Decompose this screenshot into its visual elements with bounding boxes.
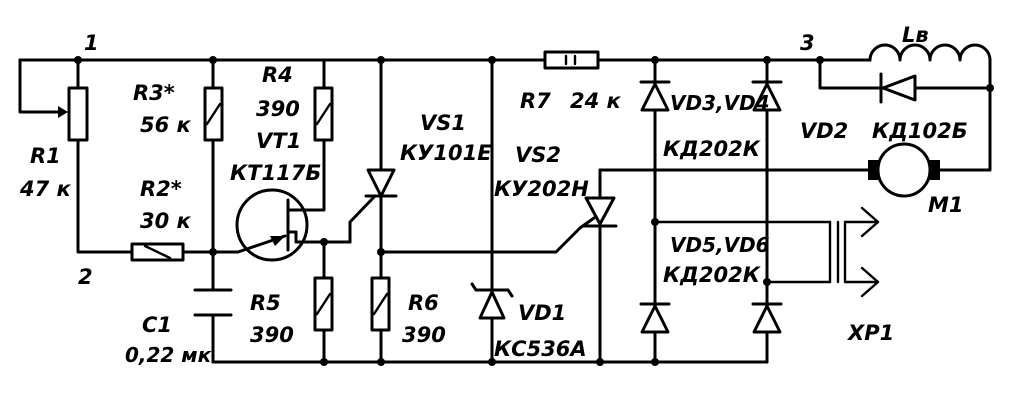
lb-field-winding bbox=[868, 43, 992, 62]
vt1-type: КТ117Б bbox=[230, 161, 321, 185]
vs1-thyristor bbox=[364, 168, 398, 198]
r1-value: 47 к bbox=[19, 177, 72, 201]
c1-capacitor bbox=[193, 288, 233, 317]
vd56-ref: VD5,VD6 bbox=[670, 233, 770, 257]
r2-value: 30 к bbox=[140, 209, 192, 233]
vd6-diode bbox=[751, 302, 783, 334]
labels: 1 2 3 R3* 56 к R4 390 VT1 КТ117Б R1 47 к… bbox=[19, 23, 968, 367]
r7-resistor bbox=[543, 50, 600, 70]
xp1-plug bbox=[828, 206, 880, 298]
node-1-label: 1 bbox=[84, 31, 99, 55]
r3-value: 56 к bbox=[140, 113, 192, 137]
node-2-label: 2 bbox=[78, 265, 93, 289]
node-3-label: 3 bbox=[800, 31, 815, 55]
r5-value: 390 bbox=[250, 323, 294, 347]
vd34-ref: VD3,VD4 bbox=[670, 91, 770, 115]
vt1-unijunction-transistor bbox=[235, 188, 309, 262]
r4-resistor bbox=[313, 86, 334, 142]
vd1-ref: VD1 bbox=[518, 301, 566, 325]
vs1-ref: VS1 bbox=[420, 111, 466, 135]
r7-ref: R7 bbox=[520, 89, 551, 113]
vs1-type: КУ101Е bbox=[400, 141, 492, 165]
junction-dots bbox=[74, 56, 994, 366]
r4-value: 390 bbox=[256, 97, 300, 121]
vs2-type: КУ202Н bbox=[494, 177, 589, 201]
r4-ref: R4 bbox=[262, 63, 293, 87]
r6-resistor bbox=[370, 276, 391, 332]
vs2-ref: VS2 bbox=[515, 143, 561, 167]
vd1-type: КС536А bbox=[494, 337, 587, 361]
r1-potentiometer bbox=[53, 86, 89, 142]
vd5-diode bbox=[639, 302, 671, 334]
m1-motor bbox=[868, 142, 940, 198]
r7-value: 24 к bbox=[570, 89, 622, 113]
vd2-type: КД102Б bbox=[872, 119, 968, 143]
m1-ref: M1 bbox=[928, 193, 964, 217]
c1-ref: C1 bbox=[142, 313, 172, 337]
r6-ref: R6 bbox=[408, 291, 439, 315]
r1-ref: R1 bbox=[30, 144, 61, 168]
vd34-type: КД202К bbox=[663, 137, 761, 161]
wiring bbox=[18, 58, 992, 364]
vd2-diode bbox=[879, 72, 917, 104]
lb-ref: Lв bbox=[902, 23, 929, 47]
vd3-diode bbox=[639, 80, 671, 112]
vs2-thyristor bbox=[578, 196, 618, 230]
vt1-ref: VT1 bbox=[256, 129, 301, 153]
c1-value: 0,22 мк bbox=[125, 343, 212, 367]
r6-value: 390 bbox=[402, 323, 446, 347]
r5-ref: R5 bbox=[250, 291, 281, 315]
xp1-ref: XP1 bbox=[846, 321, 894, 345]
r3-ref: R3* bbox=[133, 81, 175, 105]
vd4-diode bbox=[751, 80, 783, 112]
r5-resistor bbox=[313, 276, 334, 332]
vd1-zener-diode bbox=[470, 282, 514, 320]
r2-resistor bbox=[130, 242, 185, 262]
vd2-ref: VD2 bbox=[800, 119, 848, 143]
r3-resistor bbox=[203, 86, 224, 142]
vd56-type: КД202К bbox=[663, 263, 761, 287]
r2-ref: R2* bbox=[140, 177, 182, 201]
